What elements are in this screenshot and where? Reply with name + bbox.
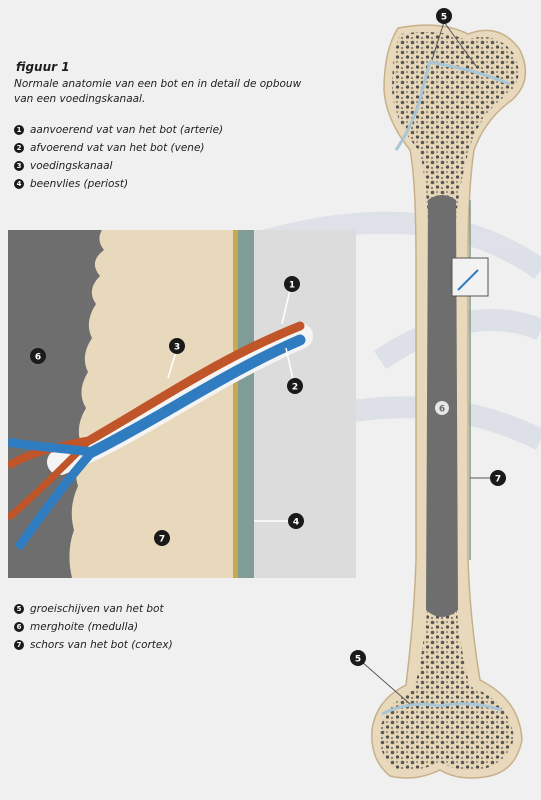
detail-periost [238, 230, 254, 578]
marker-5-bottom-label: 5 [355, 655, 361, 665]
marker-1: 1 [284, 276, 300, 292]
marker-4-label: 4 [293, 518, 299, 528]
marker-3: 3 [169, 338, 185, 354]
marker-6-bone-label: 6 [439, 405, 445, 415]
detail-periost-edge [233, 230, 238, 578]
marker-5-bottom: 5 [350, 650, 366, 666]
marker-2-label: 2 [292, 383, 298, 393]
femur-spongy-bottom [380, 600, 514, 770]
marker-5-top-label: 5 [441, 13, 447, 23]
marker-2: 2 [287, 378, 303, 394]
marker-7-detail: 7 [154, 530, 170, 546]
marker-4: 4 [288, 513, 304, 529]
marker-7-bone-label: 7 [495, 475, 501, 485]
marker-6-detail: 6 [30, 348, 46, 364]
leader-5-bottom [362, 662, 410, 704]
marker-3-label: 3 [174, 343, 180, 353]
marker-5-top: 5 [436, 8, 452, 24]
marker-6-detail-label: 6 [35, 353, 41, 363]
marker-7-detail-label: 7 [159, 535, 165, 545]
marker-7-bone: 7 [490, 470, 506, 486]
detail-outer-tissue [252, 230, 356, 578]
detail-panel [8, 230, 356, 578]
marker-6-bone: 6 [435, 401, 449, 415]
marker-1-label: 1 [289, 281, 295, 291]
